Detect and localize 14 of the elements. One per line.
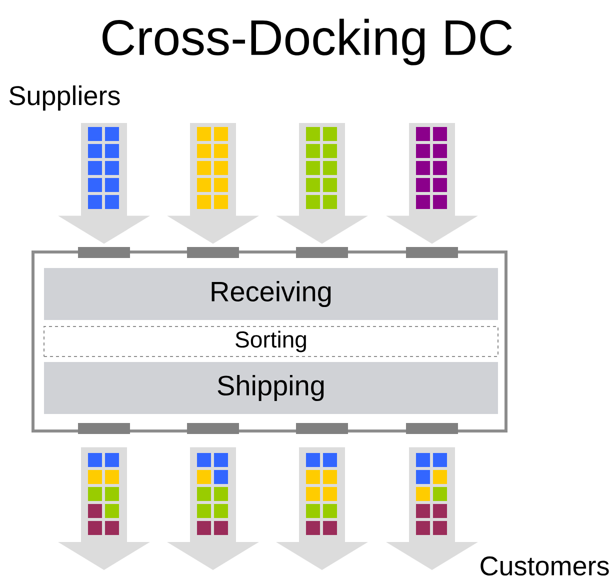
sorting-area: Sorting — [44, 326, 498, 357]
dock-door — [78, 247, 130, 258]
dock-door — [296, 423, 348, 434]
title: Cross-Docking DC — [102, 18, 512, 66]
dock-door — [187, 423, 239, 434]
dock-door — [78, 423, 130, 434]
area-band: Shipping — [44, 362, 498, 414]
dock-door — [187, 247, 239, 258]
group-label: Customers — [480, 556, 609, 576]
area-band: Receiving — [44, 268, 498, 320]
group-label: Suppliers — [9, 85, 120, 111]
dock-door — [406, 247, 458, 258]
dock-door — [296, 247, 348, 258]
dock-door — [406, 423, 458, 434]
